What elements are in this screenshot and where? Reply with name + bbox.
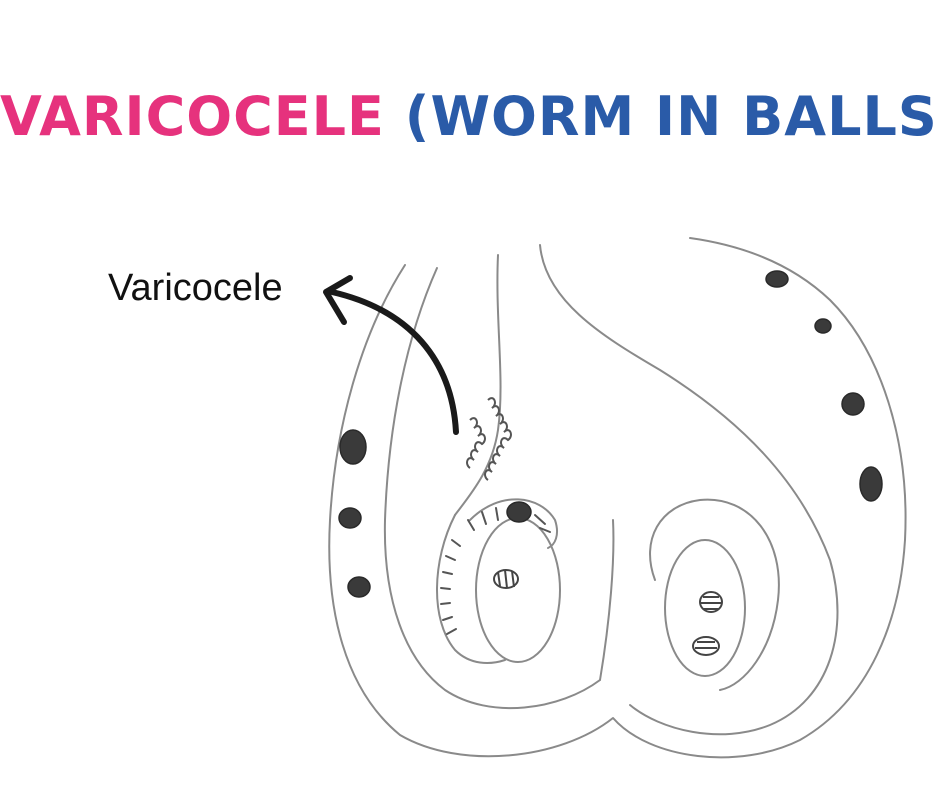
varicocele-label: Varicocele xyxy=(108,267,283,309)
diagram-title: VARICOCELE (WORM IN BALLS) xyxy=(0,84,940,150)
spot xyxy=(841,392,865,416)
spot xyxy=(338,507,362,529)
left-epididymis-hatching xyxy=(440,507,551,635)
title-main: VARICOCELE xyxy=(0,85,385,148)
nodule xyxy=(692,636,720,656)
left-tunica xyxy=(436,514,506,664)
right-testis xyxy=(664,539,746,677)
title-subtitle: (WORM IN BALLS) xyxy=(404,85,940,148)
left-epididymis xyxy=(469,498,558,549)
spot xyxy=(347,576,371,598)
dark-spots xyxy=(338,270,883,598)
spermatic-cord xyxy=(454,254,502,516)
spot xyxy=(814,318,832,334)
spot xyxy=(859,466,883,502)
scrotum-outer-outline xyxy=(328,237,907,759)
nodule xyxy=(699,591,723,613)
arrow-icon xyxy=(323,275,459,435)
scrotum-inner-left xyxy=(383,267,601,710)
spot xyxy=(765,270,789,288)
spot xyxy=(339,429,367,465)
right-tunica xyxy=(649,498,780,691)
hatched-nodules xyxy=(493,569,723,656)
scrotal-septum xyxy=(599,519,615,681)
scrotum-inner-right xyxy=(539,244,839,736)
left-testis xyxy=(475,517,561,663)
varicocele-veins xyxy=(466,397,512,481)
spot xyxy=(506,501,532,523)
